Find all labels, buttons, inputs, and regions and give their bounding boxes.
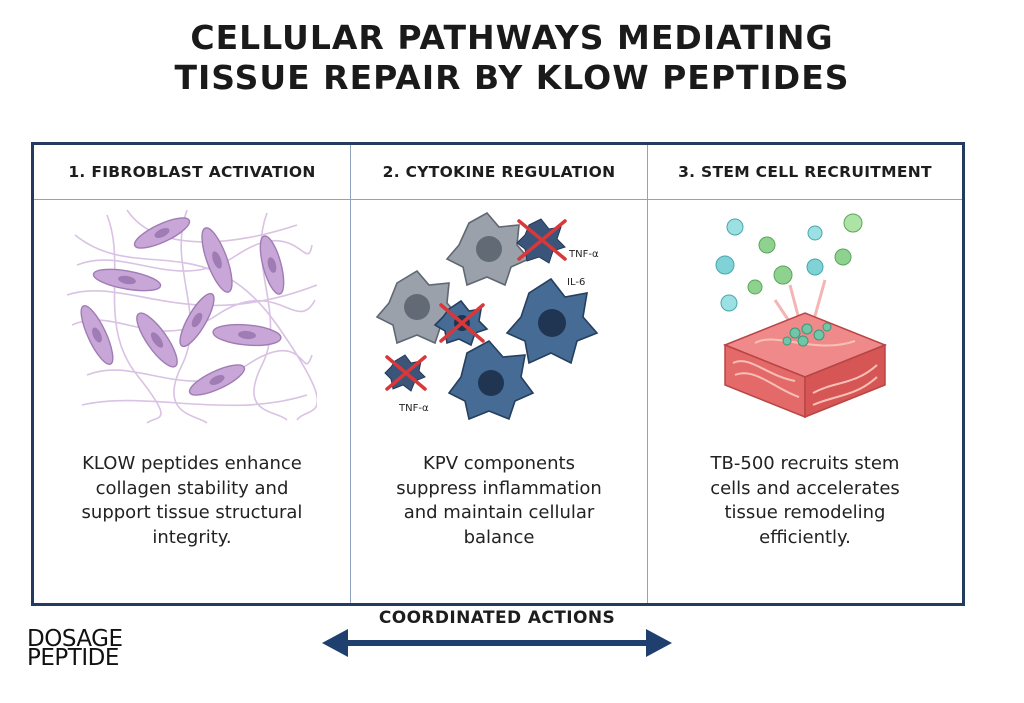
tnf-alpha-label-top: TNF-α [568,249,599,260]
title-line-2: TISSUE REPAIR BY KLOW PEPTIDES [174,58,850,97]
logo-line-2: PEPTIDE [27,645,119,671]
column-header: 3. STEM CELL RECRUITMENT [648,145,962,200]
desc-line: KLOW peptides enhance [82,453,302,474]
desc-line: efficiently. [759,526,851,548]
desc-line: suppress inflammation [396,477,602,499]
column-description: TB-500 recruits stem cells and accelerat… [660,452,950,550]
page-title: CELLULAR PATHWAYS MEDIATING TISSUE REPAI… [0,18,1024,98]
desc-line: support tissue structural [81,502,303,523]
macrophage-icon: TNF-α IL-6 TNF-α [375,211,599,421]
il6-label: IL-6 [567,277,585,288]
title-line-1: CELLULAR PATHWAYS MEDIATING [190,18,834,57]
tnf-alpha-label-bottom: TNF-α [398,403,429,414]
desc-line: collagen stability and [95,477,289,499]
desc-line: tissue remodeling [724,502,886,523]
coordinated-actions: COORDINATED ACTIONS [322,608,672,658]
desc-line: cells and accelerates [710,477,900,499]
desc-line: integrity. [152,526,232,548]
pathways-panel: 1. FIBROBLAST ACTIVATION [31,142,965,606]
cytokine-illustration: TNF-α IL-6 TNF-α [351,205,647,435]
brand-logo: DOSAGE PEPTIDE [27,626,157,671]
desc-line: TB-500 recruits stem [710,453,900,474]
arrow-label: COORDINATED ACTIONS [378,608,616,628]
double-arrow-icon [322,629,672,657]
column-description: KLOW peptides enhance collagen stability… [46,452,338,550]
desc-line: and maintain cellular [403,502,595,523]
fibroblast-icon [67,209,317,424]
column-fibroblast-activation: 1. FIBROBLAST ACTIVATION [34,145,350,603]
desc-line: KPV components [423,453,575,474]
column-cytokine-regulation: 2. CYTOKINE REGULATION [350,145,647,603]
fibroblast-illustration [34,205,350,435]
desc-line: balance [463,526,535,548]
column-description: KPV components suppress inflammation and… [363,452,635,550]
tissue-block-icon [715,213,888,419]
column-stem-cell-recruitment: 3. STEM CELL RECRUITMENT [647,145,962,603]
column-header: 1. FIBROBLAST ACTIVATION [34,145,350,200]
logo-line-1: DOSAGE [27,626,123,652]
column-header: 2. CYTOKINE REGULATION [351,145,647,200]
stem-cell-illustration [648,205,962,435]
